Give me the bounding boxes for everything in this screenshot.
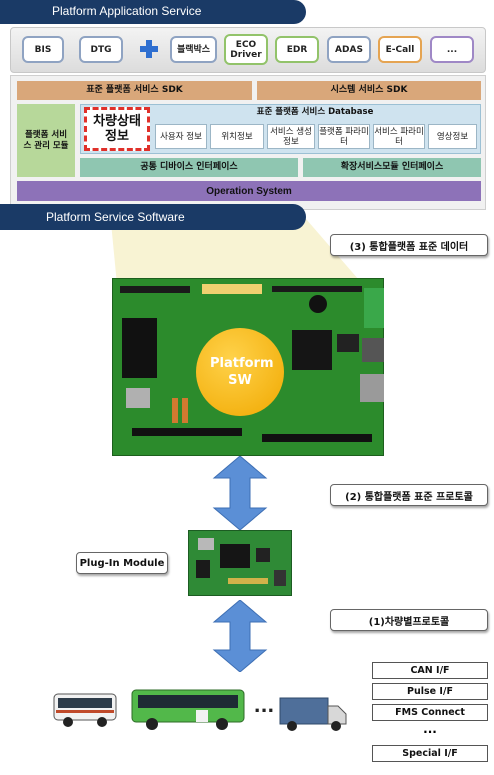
vehicle-ellipsis: ... — [252, 696, 276, 717]
app-dtg: DTG — [79, 36, 123, 63]
plugin-module-text: Plug-In Module — [79, 557, 165, 569]
iface-can: CAN I/F — [372, 662, 488, 679]
sdk-standard-label: 표준 플랫폼 서비스 SDK — [86, 85, 183, 95]
sdk-system-bar: 시스템 서비스 SDK — [257, 81, 481, 100]
app-adas: ADAS — [327, 36, 371, 63]
db-cell-platform-param-label: 플랫폼 파라미터 — [319, 126, 369, 147]
standard-protocol-text: (2) 통합플랫폼 표준 프로토콜 — [345, 491, 473, 503]
white-bus-icon — [52, 690, 118, 730]
vehicle-status-label: 차량상태 정보 — [93, 114, 141, 144]
app-eco-driver: ECO Driver — [224, 34, 268, 65]
common-device-interface-label: 공통 디바이스 인터페이스 — [140, 162, 238, 172]
app-more: ... — [430, 36, 474, 63]
iface-fms: FMS Connect — [372, 704, 488, 721]
app-more-label: ... — [446, 44, 458, 55]
iface-ellipsis: ... — [372, 722, 488, 742]
db-cell-video: 영상정보 — [428, 124, 477, 149]
sdk-standard-bar: 표준 플랫폼 서비스 SDK — [17, 81, 252, 100]
operation-system-label: Operation System — [206, 185, 292, 197]
iface-fms-label: FMS Connect — [395, 707, 465, 718]
app-service-tab: Platform Application Service — [0, 0, 306, 24]
green-bus-icon — [130, 686, 248, 732]
db-cell-location: 위치정보 — [210, 124, 264, 149]
common-device-interface-bar: 공통 디바이스 인터페이스 — [80, 158, 298, 177]
db-cell-user-info-label: 사용자 정보 — [160, 131, 202, 142]
platform-sw-chip: Platform SW — [196, 328, 284, 416]
vehicle-status-box: 차량상태 정보 — [84, 107, 150, 151]
sdk-system-label: 시스템 서비스 SDK — [330, 85, 408, 95]
vehicle-protocol-label: (1)차량별프로토콜 — [330, 609, 488, 631]
app-adas-label: ADAS — [335, 44, 363, 55]
iface-special: Special I/F — [372, 745, 488, 762]
db-cell-video-label: 영상정보 — [436, 131, 469, 142]
platform-software-tab: Platform Service Software — [0, 204, 306, 230]
arrow-up-down-1 — [210, 455, 270, 531]
iface-can-label: CAN I/F — [410, 665, 450, 676]
iface-pulse: Pulse I/F — [372, 683, 488, 700]
iface-ellipsis-text: ... — [423, 722, 437, 736]
platform-software-title: Platform Service Software — [46, 210, 185, 224]
arrow-up-down-2 — [212, 599, 268, 673]
app-eco-label: ECO Driver — [230, 39, 262, 60]
ext-service-interface-bar: 확장서비스모듈 인터페이스 — [303, 158, 481, 177]
db-cell-service-param: 서비스 파라미터 — [373, 124, 425, 149]
plugin-board — [187, 529, 293, 597]
iface-pulse-label: Pulse I/F — [407, 686, 453, 697]
app-ecall: E-Call — [378, 36, 422, 63]
iface-special-label: Special I/F — [402, 748, 458, 759]
db-cell-location-label: 위치정보 — [221, 131, 253, 142]
app-service-title: Platform Application Service — [52, 4, 202, 18]
app-ecall-label: E-Call — [385, 44, 415, 55]
plugin-module-label: Plug-In Module — [76, 552, 168, 574]
app-blackbox: 블랙박스 — [170, 36, 217, 63]
app-edr-label: EDR — [286, 44, 308, 55]
plus-icon — [138, 38, 160, 60]
ext-service-interface-label: 확장서비스모듈 인터페이스 — [340, 162, 444, 172]
db-cell-user-info: 사용자 정보 — [155, 124, 207, 149]
app-dtg-label: DTG — [90, 44, 112, 55]
db-cell-service-creation-label: 서비스 생성정보 — [270, 126, 312, 147]
vehicle-protocol-text: (1)차량별프로토콜 — [368, 616, 450, 628]
app-blackbox-label: 블랙박스 — [176, 44, 211, 55]
projection-beam — [0, 200, 494, 300]
database-title-label: 표준 플랫폼 서비스 Database — [256, 107, 374, 117]
db-cell-platform-param: 플랫폼 파라미터 — [318, 124, 370, 149]
standard-data-text: (3) 통합플랫폼 표준 데이터 — [349, 241, 469, 253]
operation-system-bar: Operation System — [17, 181, 481, 201]
database-title: 표준 플랫폼 서비스 Database — [155, 106, 475, 119]
app-edr: EDR — [275, 36, 319, 63]
db-cell-service-param-label: 서비스 파라미터 — [374, 126, 424, 147]
vehicle-ellipsis-text: ... — [253, 696, 275, 717]
platform-mgmt-module: 플랫폼 서비스 관리 모듈 — [17, 104, 75, 177]
app-bis-label: BIS — [34, 44, 52, 55]
standard-protocol-label: (2) 통합플랫폼 표준 프로토콜 — [330, 484, 488, 506]
platform-sw-label: Platform SW — [210, 356, 274, 388]
platform-mgmt-label: 플랫폼 서비스 관리 모듈 — [23, 129, 69, 151]
standard-data-label: (3) 통합플랫폼 표준 데이터 — [330, 234, 488, 256]
truck-icon — [278, 692, 348, 734]
app-bis: BIS — [22, 36, 64, 63]
db-cell-service-creation: 서비스 생성정보 — [267, 124, 315, 149]
